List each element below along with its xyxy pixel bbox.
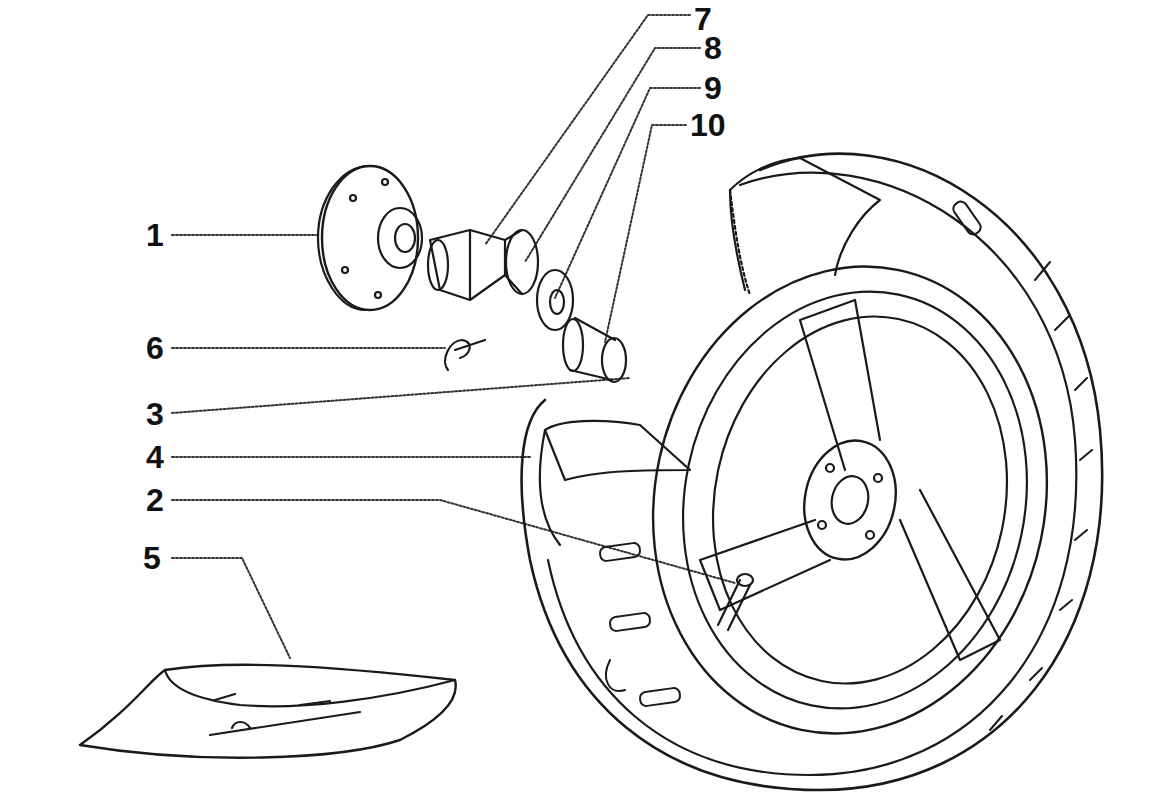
callout-number: 4 <box>146 441 164 473</box>
callout-number: 3 <box>146 398 164 430</box>
callout-number: 6 <box>146 332 164 364</box>
callout-number: 7 <box>694 3 712 35</box>
callout-number: 2 <box>146 484 164 516</box>
callout-number: 9 <box>704 72 722 104</box>
callout-number: 5 <box>143 542 161 574</box>
callout-number: 1 <box>146 219 164 251</box>
callout-number: 10 <box>690 109 726 141</box>
callout-number: 8 <box>704 32 722 64</box>
leader-lines <box>172 15 735 658</box>
